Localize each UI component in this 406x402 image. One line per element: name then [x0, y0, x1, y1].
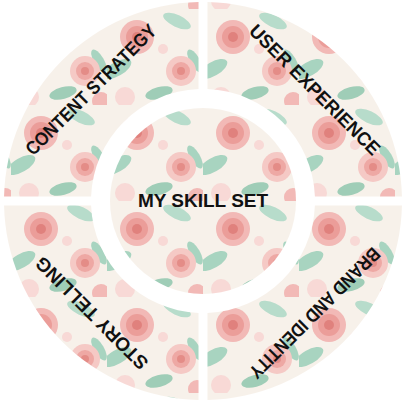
- segment-fill: [207, 205, 401, 399]
- center-label: MY SKILL SET: [138, 191, 268, 212]
- skill-segment: STORY TELLING: [3, 201, 203, 401]
- circle-fill: [110, 108, 296, 294]
- center-circle: MY SKILL SET: [110, 108, 296, 294]
- segment-shape: [203, 201, 403, 401]
- segment-shape: [3, 201, 203, 401]
- skill-segment: BRAND AND IDENTITY: [203, 201, 403, 401]
- segment-fill: [4, 205, 198, 399]
